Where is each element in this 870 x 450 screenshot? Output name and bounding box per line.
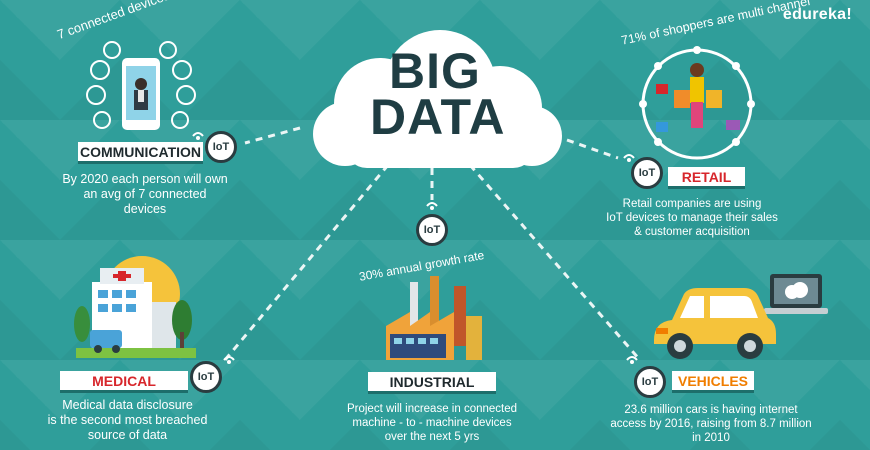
phone-icon bbox=[86, 41, 196, 130]
vehicles-iot-icon: IoT bbox=[634, 366, 666, 398]
wifi-icon bbox=[623, 154, 635, 162]
industrial-desc-line: Project will increase in connected bbox=[346, 403, 518, 415]
communication-iot-icon: IoT bbox=[205, 131, 237, 163]
communication-desc-line: By 2020 each person will own bbox=[62, 172, 228, 186]
retail-label: RETAIL bbox=[668, 167, 745, 189]
medical-desc-line: is the second most breached bbox=[47, 413, 208, 427]
medical-desc-line: source of data bbox=[87, 428, 168, 442]
medical-description: Medical data disclosure is the second mo… bbox=[30, 398, 225, 443]
shopper-icon bbox=[639, 46, 755, 160]
vehicles-desc-line: in 2010 bbox=[692, 432, 730, 444]
car-icon bbox=[654, 288, 776, 359]
connector-vehicles bbox=[468, 164, 642, 361]
medical-iot-icon: IoT bbox=[190, 361, 222, 393]
retail-description: Retail companies are using IoT devices t… bbox=[592, 197, 792, 239]
wifi-icon bbox=[426, 202, 438, 210]
industrial-desc-line: over the next 5 yrs bbox=[384, 431, 480, 443]
communication-label: COMMUNICATION bbox=[78, 142, 203, 164]
laptop-cloud-icon bbox=[764, 274, 828, 314]
connector-retail bbox=[566, 138, 619, 160]
medical-desc-line: Medical data disclosure bbox=[62, 398, 193, 412]
connector-medical bbox=[223, 164, 390, 361]
industrial-label: INDUSTRIAL bbox=[368, 372, 496, 394]
medical-label: MEDICAL bbox=[60, 371, 188, 393]
wifi-icon bbox=[192, 132, 204, 140]
industrial-iot-icon: IoT bbox=[416, 214, 448, 246]
wifi-icon bbox=[626, 356, 638, 364]
retail-desc-line: Retail companies are using bbox=[622, 198, 762, 210]
retail-iot-icon: IoT bbox=[631, 157, 663, 189]
wifi-icon bbox=[223, 356, 235, 364]
retail-desc-line: IoT devices to manage their sales bbox=[606, 212, 778, 224]
big-data-title: BIG DATA bbox=[370, 43, 506, 145]
communication-description: By 2020 each person will own an avg of 7… bbox=[40, 172, 250, 217]
retail-desc-line: & customer acquisition bbox=[634, 226, 750, 238]
title-line-data: DATA bbox=[370, 89, 506, 145]
communication-desc-line: an avg of 7 connected bbox=[83, 187, 207, 201]
factory-icon bbox=[386, 276, 482, 360]
vehicles-description: 23.6 million cars is having internet acc… bbox=[598, 403, 824, 445]
industrial-desc-line: machine - to - machine devices bbox=[352, 417, 512, 429]
vehicles-desc-line: access by 2016, raising from 8.7 million bbox=[610, 418, 812, 430]
title-line-big: BIG bbox=[389, 43, 481, 99]
industrial-description: Project will increase in connected machi… bbox=[332, 402, 532, 444]
communication-desc-line: devices bbox=[123, 202, 167, 216]
cloud-icon bbox=[313, 30, 562, 168]
vehicles-label: VEHICLES bbox=[672, 371, 754, 393]
vehicles-desc-line: 23.6 million cars is having internet bbox=[624, 404, 798, 416]
connector-communication bbox=[244, 126, 301, 145]
brand-logo: edureka! bbox=[782, 6, 852, 23]
hospital-icon bbox=[74, 256, 196, 358]
